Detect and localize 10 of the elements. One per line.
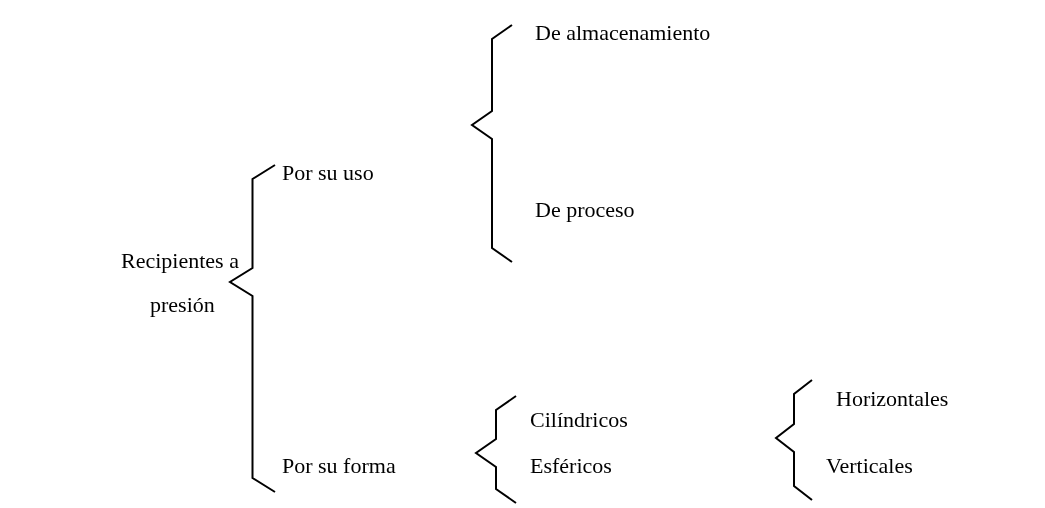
label-text: Recipientes a <box>121 248 239 274</box>
label-text: Horizontales <box>836 386 949 412</box>
label-text: Verticales <box>826 453 913 479</box>
label-text: Por su uso <box>282 160 374 186</box>
label-text: Esféricos <box>530 453 612 479</box>
label-text: De almacenamiento <box>535 20 711 46</box>
label-text: De proceso <box>535 197 635 223</box>
label-text: presión <box>150 292 215 318</box>
label-text: Cilíndricos <box>530 407 628 433</box>
label-text: Por su forma <box>282 453 396 479</box>
